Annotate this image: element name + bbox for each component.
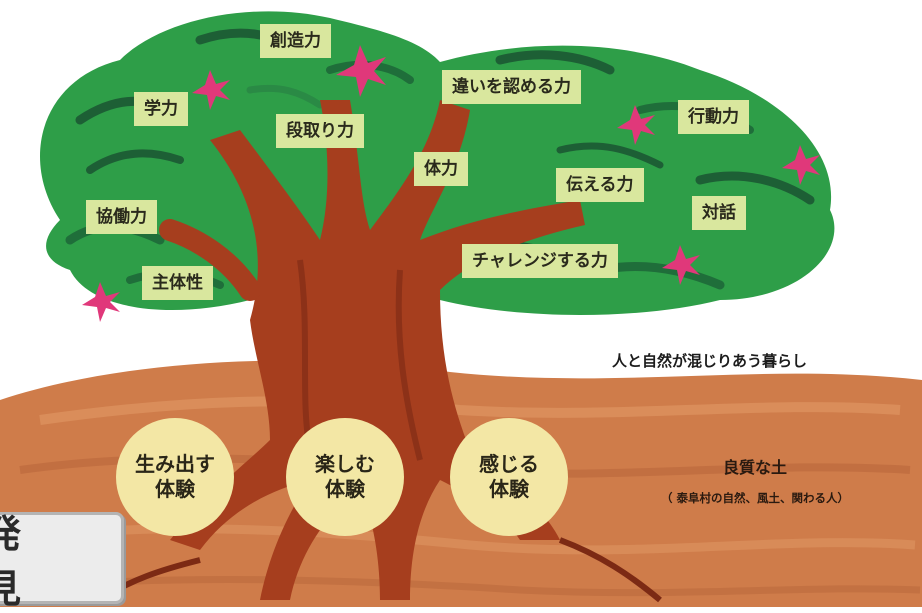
label-shutaisei: 主体性 <box>142 266 213 300</box>
soil-description: 良質な土 （ 泰阜村の自然、風土、関わる人） <box>610 454 900 506</box>
label-challenge: チャレンジする力 <box>462 244 618 278</box>
experience-line1: 楽しむ <box>315 452 375 476</box>
lifestyle-caption: 人と自然が混じりあう暮らし <box>612 352 808 370</box>
label-kyoudouryoku: 協働力 <box>86 200 157 234</box>
discover-badge: 発 見 <box>0 511 124 611</box>
label-dandoriryoku: 段取り力 <box>276 114 364 148</box>
flower-decorations <box>82 45 820 322</box>
experience-circle-feel: 感じる 体験 <box>450 418 568 536</box>
experience-line1: 感じる <box>479 452 539 476</box>
experience-line1: 生み出す <box>135 452 215 476</box>
label-taiwa: 対話 <box>692 196 746 230</box>
label-tsutaeru: 伝える力 <box>556 168 644 202</box>
experience-line2: 体験 <box>325 477 365 501</box>
label-chigai-wo-mitomeru: 違いを認める力 <box>442 70 581 104</box>
label-souzouryoku: 創造力 <box>260 24 331 58</box>
soil-subtitle: （ 泰阜村の自然、風土、関わる人） <box>660 491 849 505</box>
experience-circle-enjoy: 楽しむ 体験 <box>286 418 404 536</box>
experience-line2: 体験 <box>489 477 529 501</box>
experience-circle-create: 生み出す 体験 <box>116 418 234 536</box>
label-gakuryoku: 学力 <box>134 92 188 126</box>
discover-label: 発 見 <box>0 511 42 611</box>
label-koudouryoku: 行動力 <box>678 100 749 134</box>
soil-title: 良質な土 <box>722 458 787 477</box>
label-tairyoku: 体力 <box>414 152 468 186</box>
experience-line2: 体験 <box>155 477 195 501</box>
